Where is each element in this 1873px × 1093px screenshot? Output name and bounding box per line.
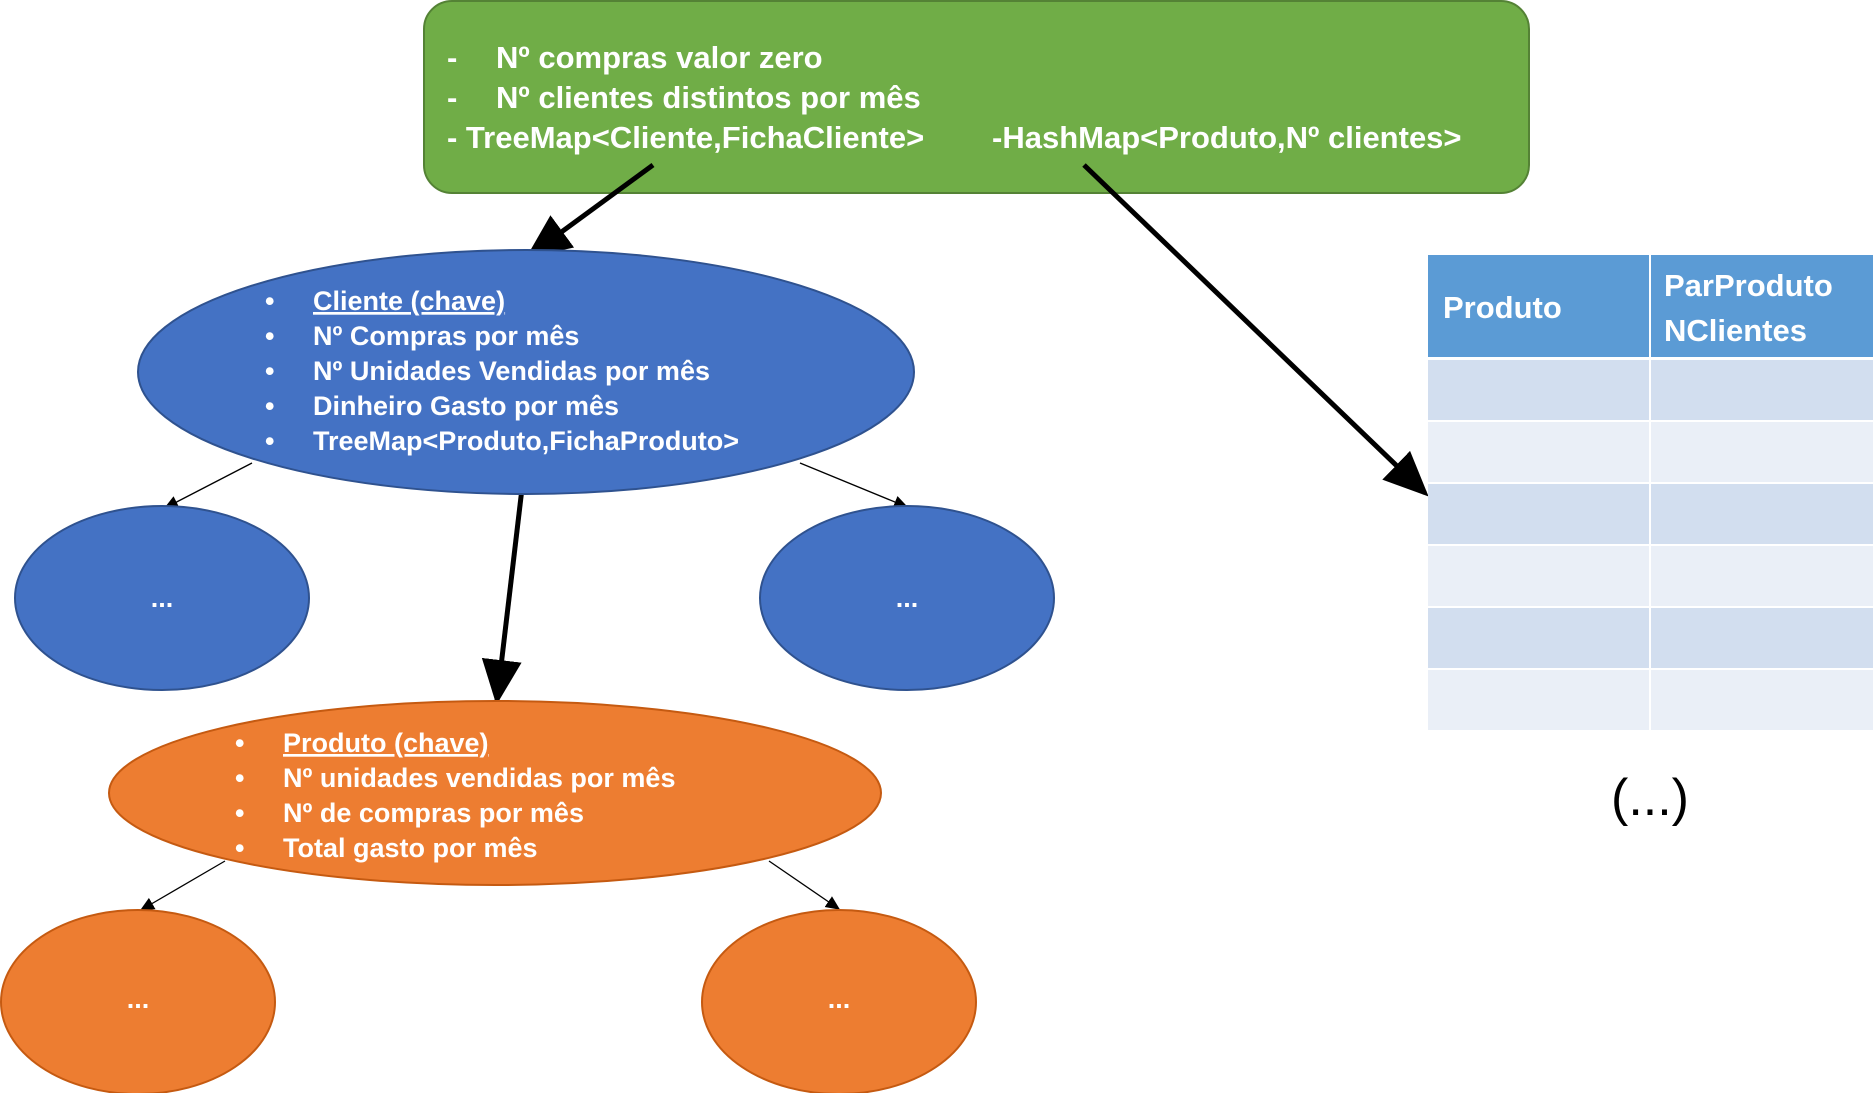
table-header-parproduto-line1: ParProduto <box>1664 268 1833 303</box>
table-row <box>1428 670 1873 730</box>
cliente-left-child: ... <box>14 505 310 691</box>
edge-produto-left-child <box>139 860 226 911</box>
cliente-bullet-1: • <box>265 286 274 316</box>
edge-cliente-right-child <box>799 462 909 509</box>
produto-bullet-3: • <box>235 798 244 828</box>
table-header-cell-parproduto <box>1651 255 1873 357</box>
table-cell <box>1651 484 1873 544</box>
cliente-bullet-3: • <box>265 356 274 386</box>
arrow-cliente-to-produto <box>481 462 528 705</box>
hashmap-table: Produto ParProduto NClientes <box>1428 255 1873 730</box>
table-cell <box>1428 670 1649 730</box>
edge-cliente-left-child <box>163 462 253 509</box>
table-cell <box>1651 608 1873 668</box>
table-header-cell-produto <box>1428 255 1649 357</box>
table-header-parproduto-line2: NClientes <box>1664 313 1807 348</box>
table-header-produto: Produto <box>1443 290 1562 325</box>
produto-left-child-label: ... <box>127 984 150 1014</box>
root-line-2-dash: - <box>447 80 457 115</box>
produto-bullet-1: • <box>235 728 244 758</box>
produto-right-child-label: ... <box>828 984 851 1014</box>
cliente-key-label: Cliente (chave) <box>313 286 505 316</box>
table-cell <box>1651 360 1873 420</box>
produto-key-label: Produto (chave) <box>283 728 489 758</box>
root-line-2: Nº clientes distintos por mês <box>496 80 921 115</box>
cliente-item-4: TreeMap<Produto,FichaProduto> <box>313 426 739 456</box>
produto-node: • Produto (chave) • Nº unidades vendidas… <box>108 700 882 886</box>
table-continuation-ellipsis: (...) <box>1611 769 1689 827</box>
cliente-item-2: Nº Unidades Vendidas por mês <box>313 356 710 386</box>
cliente-right-child: ... <box>759 505 1055 691</box>
root-line-1: Nº compras valor zero <box>496 40 823 75</box>
root-box-background <box>423 0 1530 194</box>
table-cell <box>1428 484 1649 544</box>
table-row <box>1428 608 1873 668</box>
produto-node-shape <box>108 700 882 886</box>
table-cell <box>1651 422 1873 482</box>
table-cell <box>1651 670 1873 730</box>
cliente-right-child-label: ... <box>896 583 919 613</box>
cliente-bullet-5: • <box>265 426 274 456</box>
edge-produto-right-child <box>768 860 841 910</box>
root-structure-box: - Nº compras valor zero - Nº clientes di… <box>423 0 1530 194</box>
produto-left-child-shape <box>0 909 276 1093</box>
produto-item-1: Nº unidades vendidas por mês <box>283 763 675 793</box>
table-body <box>1428 360 1873 730</box>
cliente-item-1: Nº Compras por mês <box>313 321 579 351</box>
arrow-root-to-table <box>1082 163 1429 497</box>
table-row <box>1428 422 1873 482</box>
table-row <box>1428 484 1873 544</box>
arrow-root-to-cliente <box>525 162 655 258</box>
produto-right-child: ... <box>701 909 977 1093</box>
table-row <box>1428 360 1873 420</box>
produto-bullet-2: • <box>235 763 244 793</box>
cliente-node-shape <box>137 249 915 495</box>
root-line-1-dash: - <box>447 40 457 75</box>
produto-right-child-shape <box>701 909 977 1093</box>
cliente-bullet-2: • <box>265 321 274 351</box>
produto-item-3: Total gasto por mês <box>283 833 538 863</box>
cliente-bullet-4: • <box>265 391 274 421</box>
root-line-4: -HashMap<Produto,Nº clientes> <box>992 120 1462 155</box>
produto-left-child: ... <box>0 909 276 1093</box>
table-cell <box>1428 360 1649 420</box>
produto-item-2: Nº de compras por mês <box>283 798 584 828</box>
root-line-3: - TreeMap<Cliente,FichaCliente> <box>447 120 924 155</box>
table-cell <box>1428 546 1649 606</box>
cliente-left-child-label: ... <box>151 583 174 613</box>
table-cell <box>1428 608 1649 668</box>
table-cell <box>1651 546 1873 606</box>
table-cell <box>1428 422 1649 482</box>
produto-bullet-4: • <box>235 833 244 863</box>
table-row <box>1428 546 1873 606</box>
cliente-item-3: Dinheiro Gasto por mês <box>313 391 619 421</box>
cliente-right-child-shape <box>759 505 1055 691</box>
cliente-left-child-shape <box>14 505 310 691</box>
cliente-node: • Cliente (chave) • Nº Compras por mês •… <box>137 249 915 495</box>
